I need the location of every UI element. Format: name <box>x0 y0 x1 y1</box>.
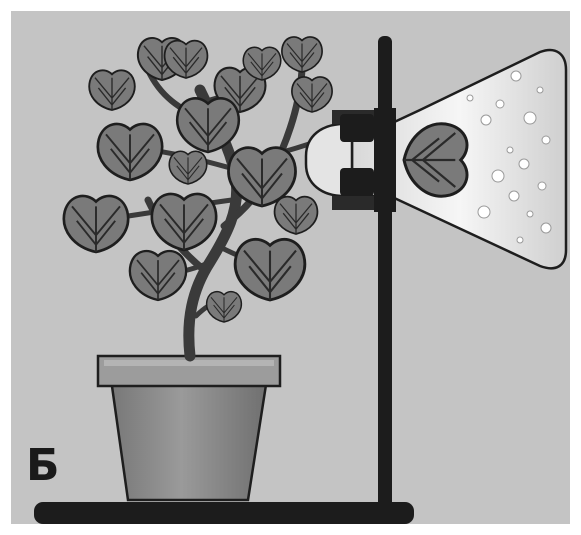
panel-label: Б <box>26 444 60 488</box>
stand-base <box>34 502 414 524</box>
stand-rod <box>378 36 392 508</box>
